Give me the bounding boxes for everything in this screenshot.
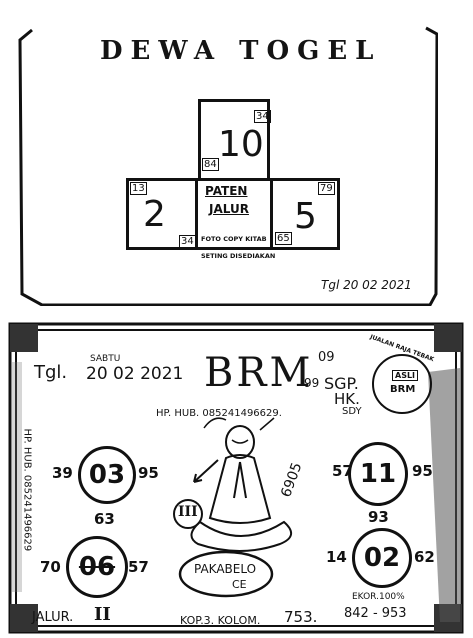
jalur-footer-value: II <box>94 604 111 625</box>
jalur-label: JALUR <box>209 202 249 216</box>
logo-top-number: 09 <box>318 350 335 365</box>
top-date: Tgl 20 02 2021 <box>321 278 412 292</box>
center-number: 10 <box>218 124 264 165</box>
right-number: 5 <box>294 196 317 237</box>
bottom-sheet-frame <box>8 322 464 634</box>
bottom-sheet: Tgl. SABTU 20 02 2021 BRM 09 99 SGP. HK.… <box>8 322 464 634</box>
logo-side-number: 99 <box>304 376 320 390</box>
bottom-corner-number: 34 <box>179 235 196 248</box>
circle-top-left-left: 39 <box>52 464 73 482</box>
circle-bottom-left-left: 70 <box>40 558 61 576</box>
top-sheet: DEWA TOGEL 34 84 13 79 34 65 10 2 5 PATE… <box>18 24 438 306</box>
bottom-corner-right-number: 65 <box>275 232 292 245</box>
circle-bottom-right-value: 02 <box>363 543 401 573</box>
left-corner-number: 13 <box>130 182 147 195</box>
oval-text-line1: PAKABELO <box>194 562 257 576</box>
circle-bottom-right: 02 <box>352 528 412 588</box>
center-inner-corner-number: 84 <box>202 158 219 171</box>
circle-top-left-bottom: 63 <box>94 510 115 528</box>
roman-numeral: III <box>178 504 198 520</box>
ekor-value: 842 - 953 <box>344 606 407 621</box>
oval-text-line2: CE <box>232 578 247 591</box>
circle-bottom-left-right: 57 <box>128 558 149 576</box>
top-grid-right <box>270 178 340 250</box>
kop-value: 753. <box>284 608 318 626</box>
stamp-center-text: BRM <box>390 384 416 395</box>
kop-label: KOP.3. KOLOM. <box>180 614 261 627</box>
brm-logo: BRM <box>204 350 314 396</box>
circle-top-right-left: 57 <box>332 462 353 480</box>
market-hk: HK. <box>334 390 360 408</box>
circle-top-right: 11 <box>348 442 408 506</box>
circle-bottom-right-right: 62 <box>414 548 435 566</box>
date-value: 20 02 2021 <box>86 364 184 384</box>
market-sdy: SDY <box>342 406 362 417</box>
circle-top-left-right: 95 <box>138 464 159 482</box>
small-print-line2: SETING DISEDIAKAN <box>201 252 276 260</box>
brand-title: DEWA TOGEL <box>100 36 382 66</box>
phone-line: HP. HUB. 085241496629. <box>156 408 282 419</box>
small-print-line1: FOTO COPY KITAB <box>201 235 267 243</box>
right-corner-number: 79 <box>318 182 335 195</box>
brm-stamp: ASLI BRM JUALAN RAJA TEBAK <box>369 334 435 414</box>
ekor-label: EKOR.100% <box>352 592 405 602</box>
meditating-figure-illustration <box>173 417 292 598</box>
date-label: Tgl. <box>34 362 68 383</box>
stamp-top-text: ASLI <box>392 370 419 381</box>
circle-top-right-bottom: 93 <box>368 508 389 526</box>
circle-top-left-value: 03 <box>88 460 126 490</box>
left-number: 2 <box>143 194 166 235</box>
circle-top-right-value: 11 <box>359 459 397 489</box>
paten-label: PATEN <box>205 184 248 198</box>
market-sgp: SGP. <box>324 374 359 393</box>
circle-bottom-right-left: 14 <box>326 548 347 566</box>
circle-top-left: 03 <box>78 446 136 504</box>
circle-bottom-left: 06 <box>66 536 128 598</box>
circle-bottom-left-value: 06 <box>78 552 116 582</box>
top-sheet-frame <box>18 26 438 306</box>
center-corner-number: 34 <box>254 110 271 123</box>
day-label: SABTU <box>90 354 121 364</box>
jalur-footer-label: JALUR. <box>32 610 74 625</box>
circle-top-right-right: 95 <box>412 462 433 480</box>
